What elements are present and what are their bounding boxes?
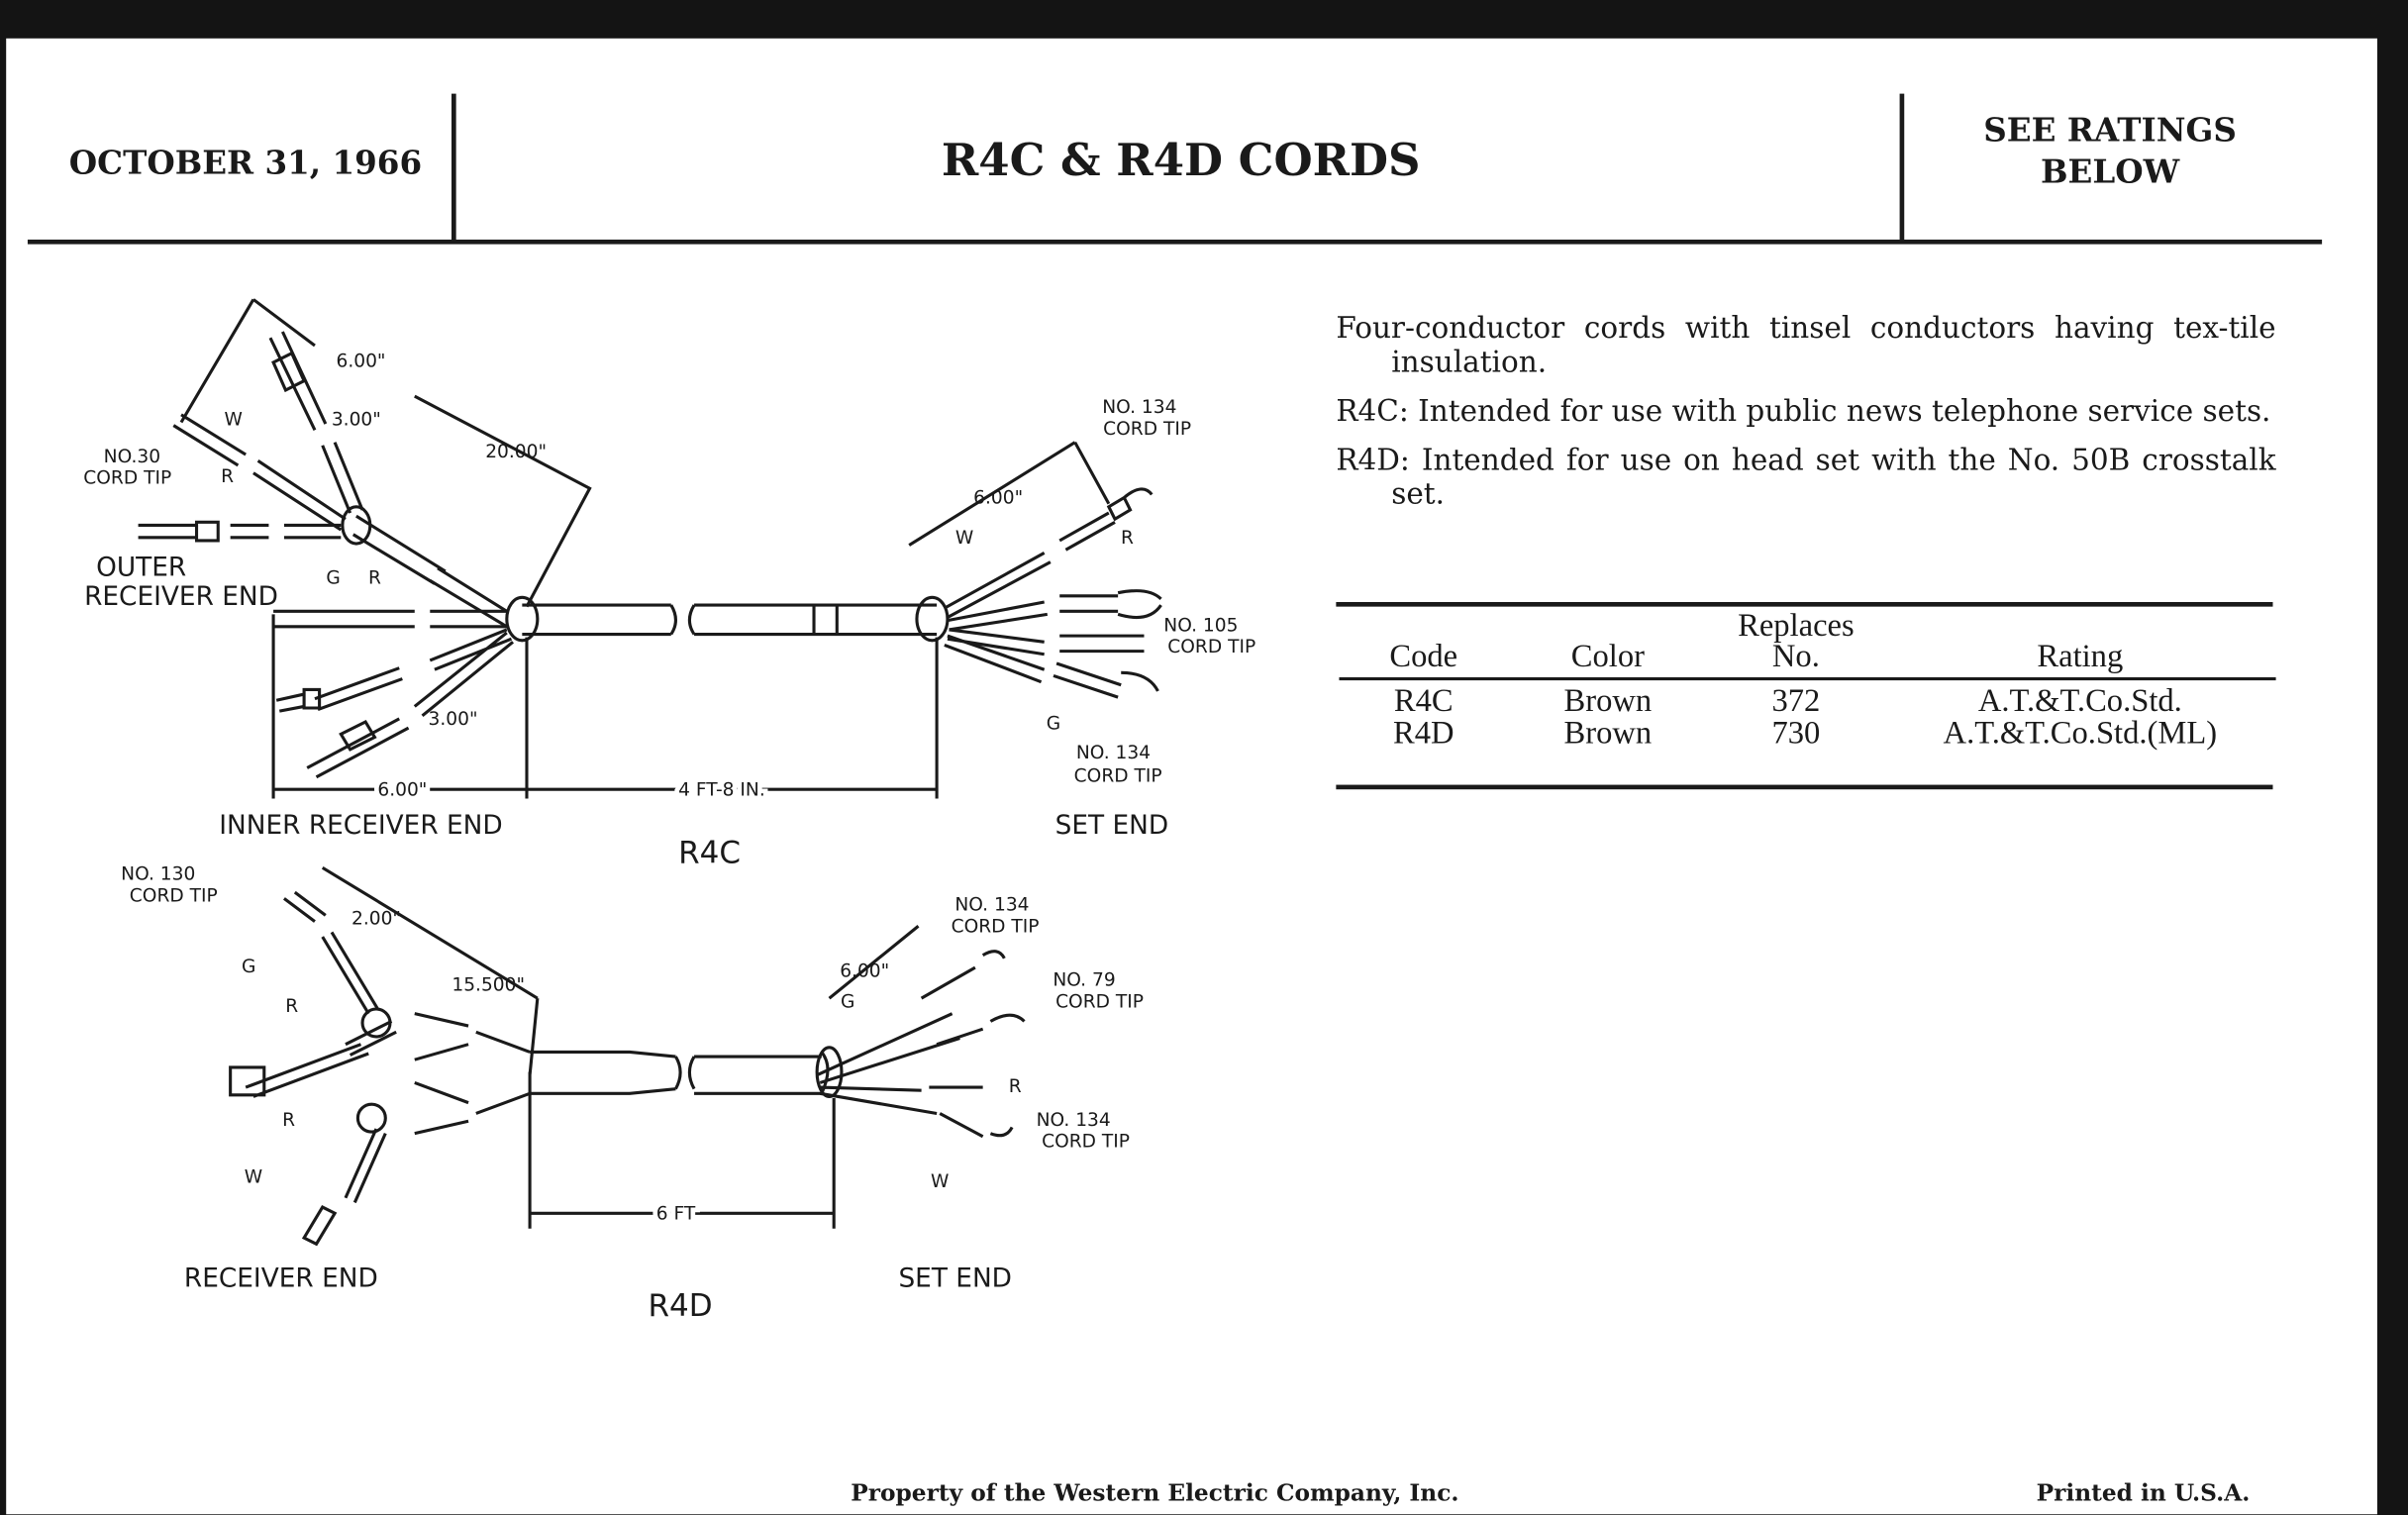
r4c-set-w-label: W <box>955 528 973 549</box>
cell-replaces: 730 <box>1771 714 1821 752</box>
cell-rating: A.T.&T.Co.Std. <box>1977 681 2182 719</box>
r4c-dimension: 6.00" <box>377 779 427 800</box>
r4c-set-tip-label: NO. 134 <box>1102 397 1176 418</box>
r4d-set-tip-label: CORD TIP <box>952 916 1040 937</box>
table-bottom-rule <box>1336 784 2273 790</box>
r4c-outer-end-label: RECEIVER END <box>84 582 278 612</box>
ratings-note-line: SEE RATINGS <box>1983 110 2237 150</box>
r4d-length: 6 FT <box>656 1203 696 1224</box>
description-paragraph: Four-conductor cords with tinsel conduct… <box>1336 311 2276 380</box>
r4c-set-tip-label: CORD TIP <box>1074 765 1162 786</box>
column-header-replaces-line: No. <box>1771 637 1820 674</box>
r4d-drawing <box>229 865 1026 1247</box>
r4d-dimension: 15.500" <box>452 974 525 995</box>
r4d-r-label: R <box>282 1110 295 1131</box>
r4d-dimension: 6.00" <box>840 960 889 981</box>
cell-rating: A.T.&T.Co.Std.(ML) <box>1943 714 2218 752</box>
page-title: R4C & R4D CORDS <box>941 133 1421 186</box>
table-row: R4D Brown 730 A.T.&T.Co.Std.(ML) <box>1339 717 2275 750</box>
r4c-diagram-title: R4C <box>678 836 741 871</box>
document-date: OCTOBER 31, 1966 <box>68 143 423 182</box>
r4d-dimension: 2.00" <box>351 909 401 930</box>
r4d-set-tip-label: NO. 79 <box>1053 970 1115 991</box>
r4c-w-label: W <box>225 410 243 431</box>
cell-color: Brown <box>1563 714 1653 752</box>
r4c-r-label: R <box>368 567 381 588</box>
r4c-set-r-label: R <box>1121 528 1134 549</box>
cell-code: R4D <box>1392 714 1455 752</box>
r4d-w-label: W <box>245 1166 262 1187</box>
r4c-set-end-label: SET END <box>1055 811 1169 841</box>
r4d-tip-label: CORD TIP <box>130 885 218 906</box>
r4c-outer-end-label: OUTER <box>96 554 186 583</box>
column-header-code: Code <box>1389 637 1458 674</box>
r4c-set-g-label: G <box>1047 714 1060 735</box>
r4c-outer-tip-label: CORD TIP <box>83 468 171 489</box>
r4d-set-g-label: G <box>841 991 854 1012</box>
r4d-set-tip-label: NO. 134 <box>1037 1110 1111 1131</box>
r4d-r-label: R <box>285 996 298 1017</box>
cell-code: R4C <box>1393 681 1454 719</box>
r4c-dimension: 3.00" <box>429 709 478 730</box>
r4c-dimension: 6.00" <box>336 352 385 372</box>
r4d-set-tip-label: CORD TIP <box>1042 1132 1130 1153</box>
r4c-set-tip-label: NO. 105 <box>1163 615 1238 636</box>
r4d-set-tip-label: CORD TIP <box>1055 991 1144 1012</box>
column-header-color: Color <box>1570 637 1645 674</box>
r4d-tip-label: NO. 130 <box>121 864 195 885</box>
r4d-set-r-label: R <box>1009 1076 1022 1097</box>
r4c-dimension: 3.00" <box>332 410 381 431</box>
r4d-set-tip-label: NO. 134 <box>954 895 1029 916</box>
r4c-dimension: 6.00" <box>973 488 1023 509</box>
description-paragraph: R4C: Intended for use with public news t… <box>1336 394 2271 429</box>
r4c-inner-end-label: INNER RECEIVER END <box>219 811 502 841</box>
header-rule <box>27 239 2323 245</box>
r4d-receiver-end-label: RECEIVER END <box>184 1264 378 1294</box>
ratings-note-line: BELOW <box>2040 152 2180 191</box>
r4c-set-tip-label: NO. 134 <box>1076 743 1151 763</box>
footer-printed: Printed in U.S.A. <box>2036 1478 2251 1507</box>
r4c-outer-tip-label: NO.30 <box>104 447 160 467</box>
column-header-replaces-line: Replaces <box>1738 606 1855 644</box>
r4d-g-label: G <box>242 957 255 977</box>
r4c-outer-r-label: R <box>221 466 234 487</box>
description-paragraph: R4D: Intended for use on head set with t… <box>1336 444 2276 512</box>
cell-color: Brown <box>1563 681 1653 719</box>
r4d-set-end-label: SET END <box>898 1264 1012 1294</box>
column-header-rating: Rating <box>2037 637 2124 674</box>
document-page: OCTOBER 31, 1966 R4C & R4D CORDS SEE RAT… <box>6 38 2377 1515</box>
cell-replaces: 372 <box>1771 681 1821 719</box>
r4c-dimension: 20.00" <box>485 442 547 462</box>
r4c-g-label: G <box>326 567 340 588</box>
header-divider <box>1899 93 1905 242</box>
r4c-length: 4 FT-8 IN. <box>678 779 765 800</box>
r4c-drawing <box>138 298 1162 799</box>
footer-property: Property of the Western Electric Company… <box>851 1478 1459 1507</box>
r4c-set-tip-label: CORD TIP <box>1103 419 1191 440</box>
r4d-set-w-label: W <box>931 1171 949 1192</box>
table-top-rule <box>1336 601 2273 607</box>
r4c-set-tip-label: CORD TIP <box>1167 637 1255 657</box>
table-row: R4C Brown 372 A.T.&T.Co.Std. <box>1339 681 2275 719</box>
r4d-diagram-title: R4D <box>649 1288 713 1324</box>
description: Four-conductor cords with tinsel conduct… <box>1336 312 2275 527</box>
header-divider <box>451 93 456 242</box>
ratings-note: SEE RATINGS BELOW <box>1910 109 2309 192</box>
